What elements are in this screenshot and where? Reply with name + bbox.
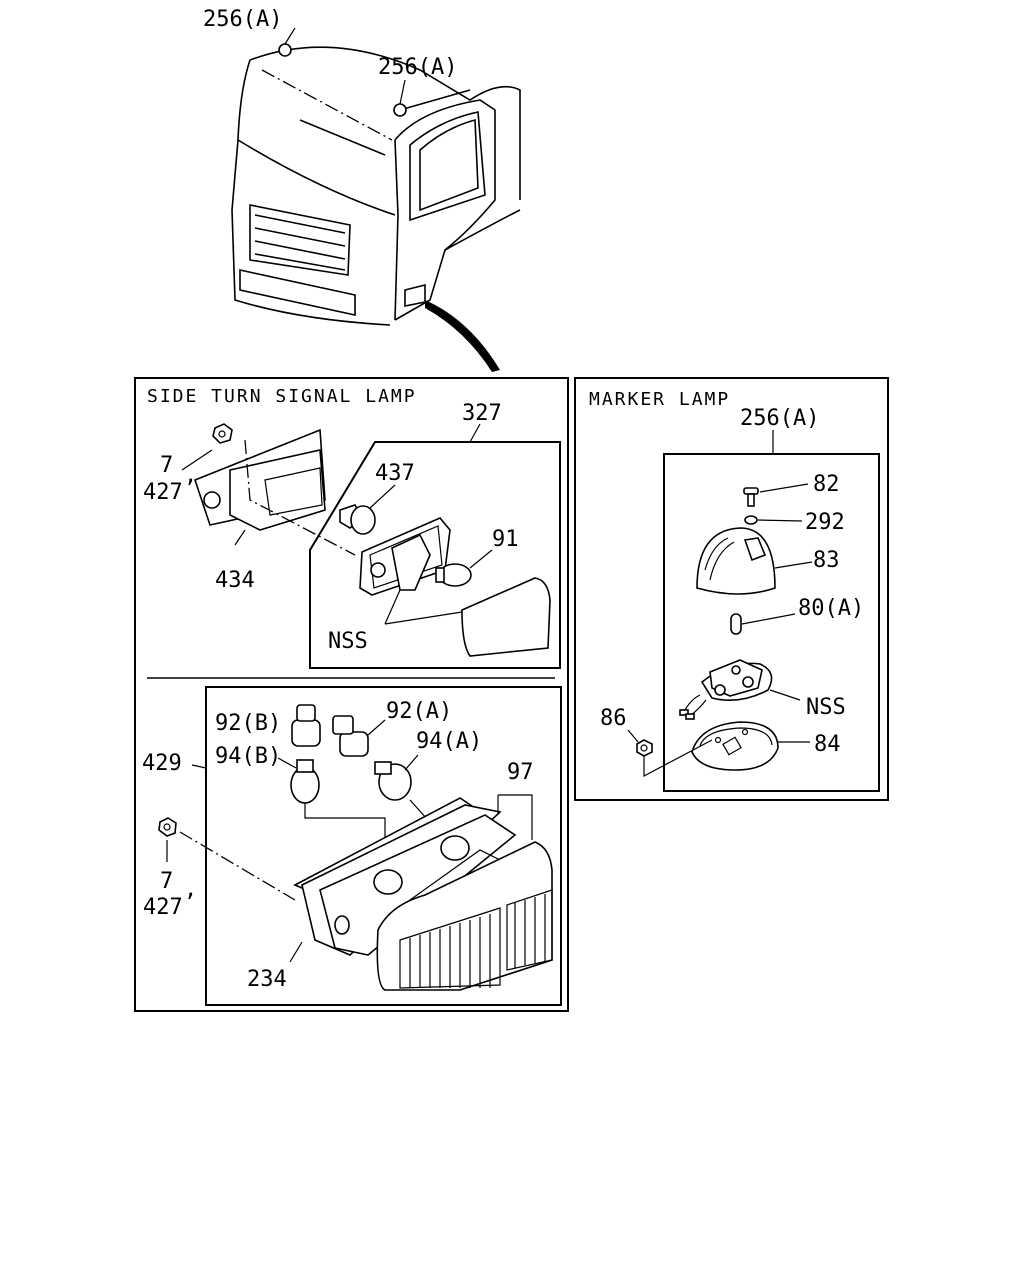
roof-marker-left-label: 256(A) — [203, 7, 282, 32]
side-lens-assy-label: 327 — [462, 401, 502, 426]
side-socket-label: 437 — [375, 461, 415, 486]
combo-bulb-92a-label: 92(A) — [386, 699, 452, 724]
marker-nss-label: NSS — [806, 695, 846, 720]
side-lens-plate-part — [359, 517, 451, 596]
marker-screw-label: 82 — [813, 472, 840, 497]
marker-nut-label: 86 — [600, 706, 627, 731]
marker-nut-part — [627, 729, 713, 777]
roof-marker-left-dot — [278, 43, 292, 57]
combo-lens-part — [376, 794, 553, 991]
marker-socket-part — [679, 659, 801, 720]
marker-lamp-subbox — [663, 453, 880, 792]
marker-lamp-title: MARKER LAMP — [589, 389, 730, 410]
marker-washer-label: 292 — [805, 510, 845, 535]
combo-nut-part — [158, 817, 296, 901]
side-bracket-label-2: 427 — [143, 480, 183, 505]
side-bracket-sep: , — [184, 463, 197, 488]
combo-bulb-94b-part — [277, 757, 320, 804]
marker-bulb-part — [730, 613, 796, 635]
side-turn-signal-title: SIDE TURN SIGNAL LAMP — [147, 386, 417, 407]
side-turn-signal-panel — [134, 377, 569, 1012]
side-socket-part — [339, 484, 396, 535]
marker-assy-label: 256(A) — [740, 406, 819, 431]
side-nss-label: NSS — [328, 629, 368, 654]
marker-washer-part — [744, 515, 803, 525]
combo-nut-label: 7 — [160, 869, 173, 894]
combo-assy-label: 429 — [142, 751, 182, 776]
side-bulb-part — [435, 549, 493, 587]
side-housing-part — [194, 428, 356, 556]
combo-bulb-92a-part — [332, 715, 386, 757]
truck-cab-illustration — [231, 27, 521, 372]
side-bulb-label: 91 — [492, 527, 519, 552]
side-housing-label: 434 — [215, 568, 255, 593]
marker-bulb-label: 80(A) — [798, 596, 864, 621]
roof-marker-right-dot — [393, 103, 407, 117]
marker-base-part — [691, 721, 810, 771]
combo-bulb-92b-label: 92(B) — [215, 711, 281, 736]
side-nut-part — [181, 423, 233, 471]
roof-marker-right-label: 256(A) — [378, 55, 457, 80]
combo-nut-label-2: 427 — [143, 895, 183, 920]
marker-lens-label: 83 — [813, 548, 840, 573]
combo-bulb-92b-part — [291, 704, 321, 747]
side-lens-subbox — [309, 441, 561, 669]
marker-lamp-panel — [574, 377, 889, 801]
combo-housing-part — [293, 797, 517, 956]
combo-bulb-94a-label: 94(A) — [416, 729, 482, 754]
side-bracket-label: 7 — [160, 453, 173, 478]
combo-lamp-subbox — [205, 686, 562, 1006]
combo-nut-sep: , — [184, 877, 197, 902]
combo-bulb-94b-label: 94(B) — [215, 744, 281, 769]
combo-lens-label: 97 — [507, 760, 534, 785]
combo-bulb-94a-part — [374, 754, 419, 801]
marker-lens-part — [696, 527, 813, 595]
side-lens-cover-part — [461, 577, 551, 657]
marker-base-label: 84 — [814, 732, 841, 757]
combo-gasket-label: 234 — [247, 967, 287, 992]
marker-screw-part — [743, 483, 809, 507]
